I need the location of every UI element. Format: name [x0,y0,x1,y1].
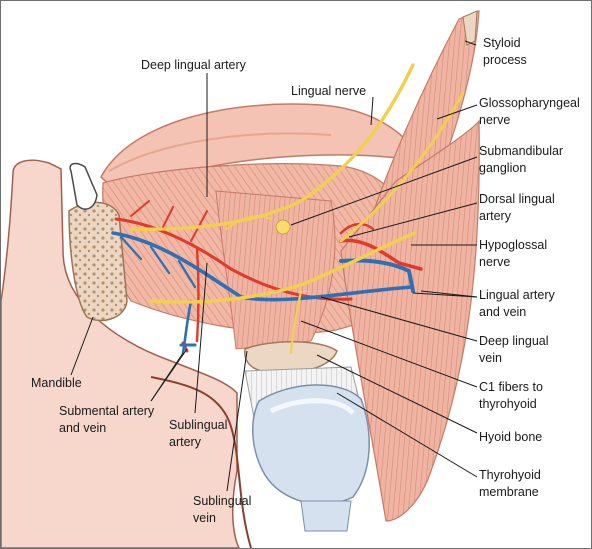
cricoid-area [300,500,352,532]
neck-outline [150,376,252,548]
thyroid-cartilage [252,384,370,505]
face-skin [1,159,240,548]
label-deep-lingual-artery: Deep lingual artery [141,58,246,72]
hyoid-bone [244,341,338,375]
submandibular-ganglion-node [275,219,291,235]
label-hyoid-bone: Hyoid bone [479,430,543,444]
hyoglossus-muscle [215,190,336,350]
nerves [129,63,465,355]
leader-lines [70,40,478,492]
constrictor-muscle [340,119,480,522]
label-lingual-nerve: Lingual nerve [291,84,367,98]
tooth [69,162,98,210]
label-mandible: Mandible [31,376,82,390]
styloid-process [462,10,478,46]
